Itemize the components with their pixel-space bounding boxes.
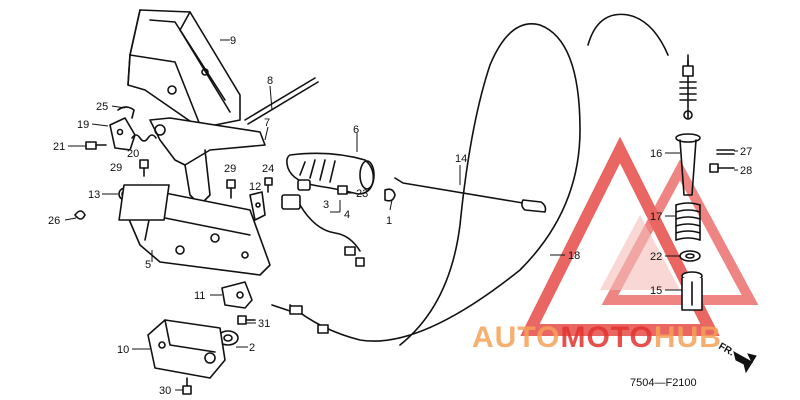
part-30-bolt (182, 377, 192, 395)
part-11-holder (221, 281, 253, 309)
front-direction-label: FR. (717, 341, 737, 359)
callout-8: 8 (267, 75, 273, 87)
part-29-bolt-center (226, 179, 236, 199)
callout-23: 23 (356, 188, 368, 200)
callout-25: 25 (96, 101, 108, 113)
cable-end-fittings (679, 59, 697, 120)
callout-17: 17 (650, 211, 662, 223)
part-29-bolt-left (139, 159, 149, 177)
lower-cable-end (271, 304, 329, 334)
callout-29-center: 29 (224, 163, 236, 175)
callout-10: 10 (117, 344, 129, 356)
diagram-code: 7504—F2100 (630, 377, 697, 389)
callout-22: 22 (650, 251, 662, 263)
callout-9: 9 (230, 35, 236, 47)
watermark-text: AUTOMOTOHUB (472, 321, 722, 354)
callout-18: 18 (568, 250, 580, 262)
part-27-pin (716, 149, 735, 155)
part-25-pin (117, 106, 135, 119)
part-9-cover (127, 9, 241, 129)
callout-1: 1 (386, 215, 392, 227)
callout-21: 21 (53, 141, 65, 153)
callout-4: 4 (344, 209, 350, 221)
part-24-screw (264, 177, 273, 193)
part-26-clip (74, 210, 86, 220)
callout-19: 19 (77, 119, 89, 131)
part-14-rod (394, 177, 547, 213)
callout-26: 26 (48, 215, 60, 227)
callout-5: 5 (145, 259, 151, 271)
leader-lines (64, 39, 738, 391)
callout-31: 31 (258, 318, 270, 330)
part-8-rod (244, 77, 319, 125)
callout-28: 28 (740, 165, 752, 177)
callout-11: 11 (194, 290, 205, 302)
callout-16: 16 (650, 148, 662, 160)
front-direction-arrow: FR. (717, 341, 757, 374)
part-10-bracket (147, 319, 226, 379)
watermark-text-auto: AUTO (472, 321, 560, 354)
callout-labels: 9 8 7 25 19 21 20 29 13 26 5 29 12 24 6 … (48, 35, 752, 397)
svg-text:AUTOMOTOHUB: AUTOMOTOHUB (472, 321, 722, 354)
part-15-guide (681, 271, 703, 311)
callout-3: 3 (323, 199, 329, 211)
callout-29-left: 29 (110, 162, 122, 174)
callout-13: 13 (88, 189, 100, 201)
callout-27: 27 (740, 146, 752, 158)
watermark-text-moto: MOTO (560, 321, 653, 354)
part-23-bushing (297, 179, 348, 195)
callout-20: 20 (127, 148, 139, 160)
part-17-spring (675, 202, 701, 241)
part-22-washer (679, 250, 701, 262)
callout-14: 14 (455, 153, 467, 165)
watermark-logo (520, 136, 759, 336)
part-20-spring (131, 134, 157, 142)
callout-30: 30 (159, 385, 171, 397)
watermark-text-hub: HUB (654, 321, 722, 354)
part-1-clamp (384, 188, 396, 202)
part-16-sleeve (675, 133, 701, 196)
part-12-plate (249, 191, 266, 221)
callout-6: 6 (353, 124, 359, 136)
arrow-icon (733, 351, 757, 374)
part-21-bolt (85, 141, 107, 150)
callout-15: 15 (650, 285, 662, 297)
part-19-bracket (109, 117, 136, 151)
part-5-base (118, 184, 271, 276)
part-28-bolt (709, 163, 735, 173)
callout-7: 7 (264, 117, 270, 129)
callout-24: 24 (262, 163, 274, 175)
callout-2: 2 (249, 342, 255, 354)
part-31-bolt (237, 315, 256, 325)
callout-12: 12 (249, 181, 261, 193)
part-3-switch (281, 194, 365, 267)
